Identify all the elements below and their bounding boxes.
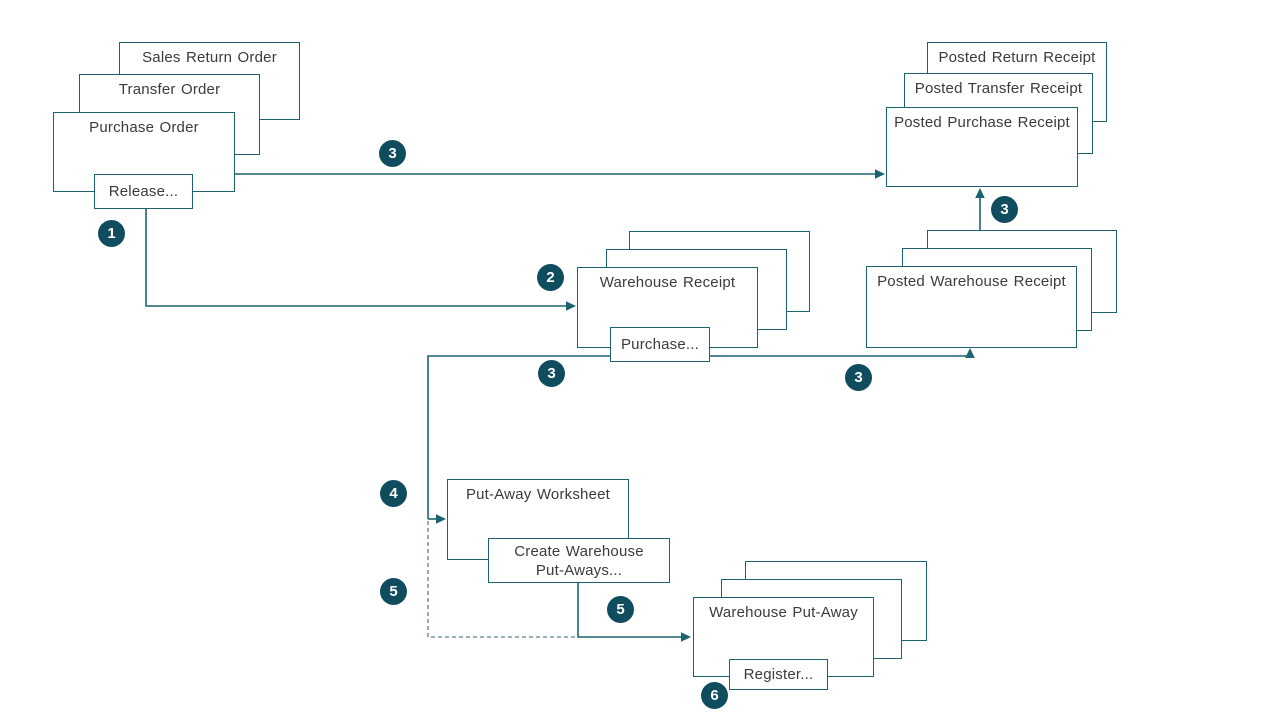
arrow-release-to-warehouse-receipt (145, 209, 568, 307)
create-warehouse-put-aways-label-line2: Put-Aways... (535, 561, 623, 579)
step-badge-2: 2 (537, 264, 564, 291)
step-badge-3: 3 (538, 360, 565, 387)
register-action-box: Register... (729, 659, 828, 690)
posted-warehouse-receipt-label: Posted Warehouse Receipt (877, 273, 1066, 290)
transfer-order-label: Transfer Order (118, 81, 221, 98)
posted-warehouse-receipt-box: Posted Warehouse Receipt (866, 266, 1077, 348)
warehouse-receipt-box: Warehouse Receipt (577, 267, 758, 348)
step-badge-1: 1 (98, 220, 125, 247)
warehouse-receipt-label: Warehouse Receipt (599, 274, 736, 291)
step-badge-4: 4 (380, 480, 407, 507)
posted-purchase-receipt-label: Posted Purchase Receipt (894, 114, 1070, 131)
step-badge-5: 5 (607, 596, 634, 623)
step-badge-3: 3 (845, 364, 872, 391)
posted-purchase-receipt-box: Posted Purchase Receipt (886, 107, 1078, 187)
step-badge-3: 3 (379, 140, 406, 167)
arrow-create-putaways-to-warehouse-put-away (577, 583, 682, 638)
step-badge-3: 3 (991, 196, 1018, 223)
arrowhead-right-icon (875, 169, 885, 179)
put-away-worksheet-label: Put-Away Worksheet (465, 486, 611, 503)
create-warehouse-put-aways-box: Create Warehouse Put-Aways... (488, 538, 670, 583)
sales-return-order-label: Sales Return Order (142, 49, 277, 66)
release-action-label: Release... (108, 183, 179, 200)
arrowhead-right-icon (566, 301, 576, 311)
purchase-action-label: Purchase... (620, 336, 700, 353)
release-action-box: Release... (94, 174, 193, 209)
warehouse-put-away-label: Warehouse Put-Away (709, 604, 858, 621)
arrowhead-right-icon (436, 514, 446, 524)
posted-return-receipt-label: Posted Return Receipt (938, 49, 1096, 66)
dashed-alternate-path (427, 521, 577, 638)
purchase-order-label: Purchase Order (89, 119, 199, 136)
create-warehouse-put-aways-label-line1: Create Warehouse (514, 542, 644, 560)
register-action-label: Register... (743, 666, 814, 683)
arrowhead-up-icon (975, 188, 985, 198)
posted-transfer-receipt-label: Posted Transfer Receipt (914, 80, 1083, 97)
arrowhead-right-icon (681, 632, 691, 642)
step-badge-5: 5 (380, 578, 407, 605)
purchase-action-box: Purchase... (610, 327, 710, 362)
step-badge-6: 6 (701, 682, 728, 709)
arrowhead-up-icon (965, 348, 975, 358)
